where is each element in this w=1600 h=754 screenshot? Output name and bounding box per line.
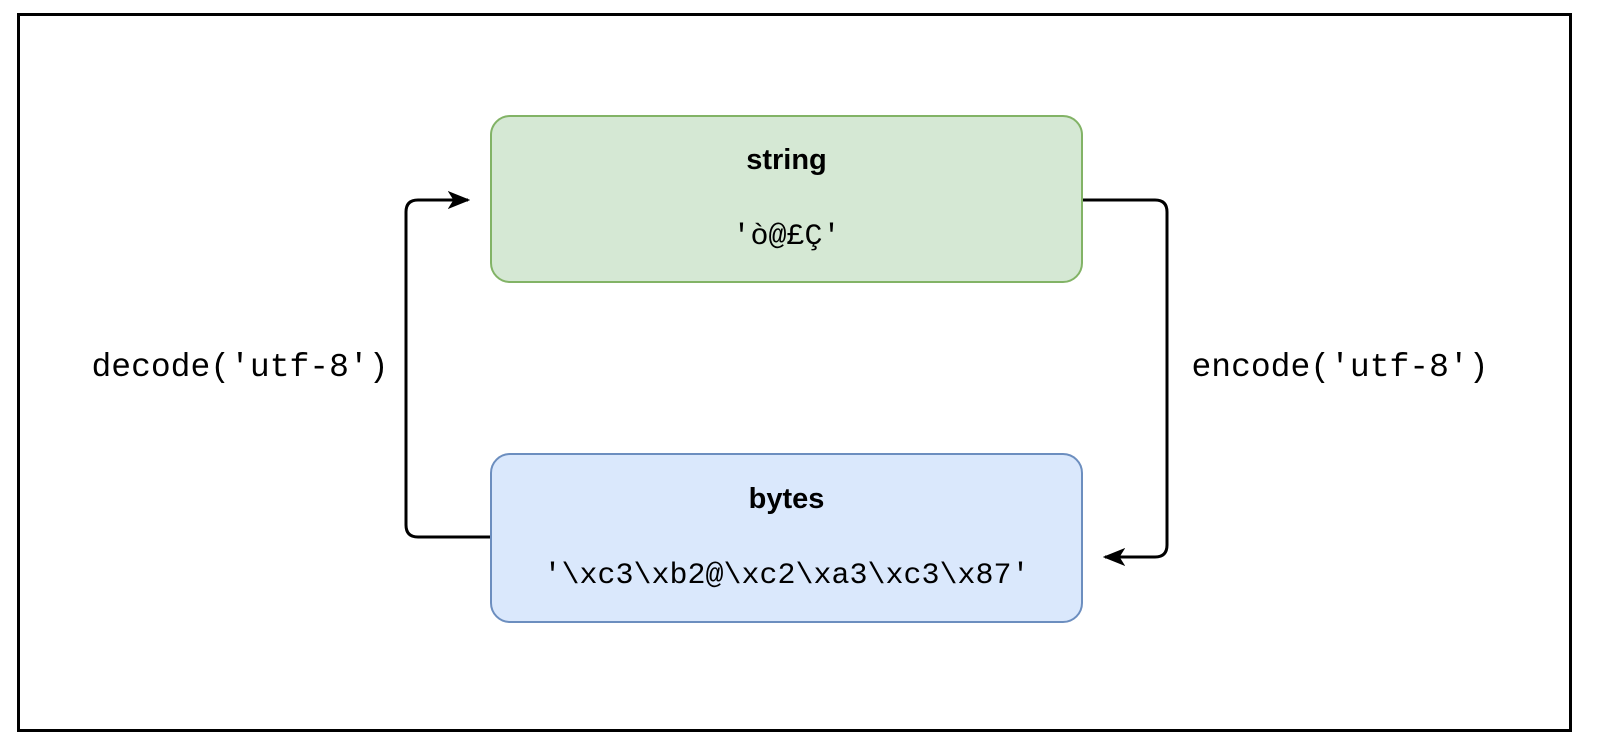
outer-frame [17, 13, 1572, 732]
bytes-node-title: bytes [748, 483, 825, 515]
string-node-title: string [746, 144, 827, 176]
string-node: string 'ò@£Ç' [490, 115, 1083, 283]
decode-arrow-label: decode('utf-8') [91, 349, 389, 386]
bytes-node-value: '\xc3\xb2@\xc2\xa3\xc3\x87' [543, 559, 1030, 593]
bytes-node: bytes '\xc3\xb2@\xc2\xa3\xc3\x87' [490, 453, 1083, 623]
string-node-value: 'ò@£Ç' [732, 220, 841, 254]
encode-arrow-label: encode('utf-8') [1191, 349, 1489, 386]
